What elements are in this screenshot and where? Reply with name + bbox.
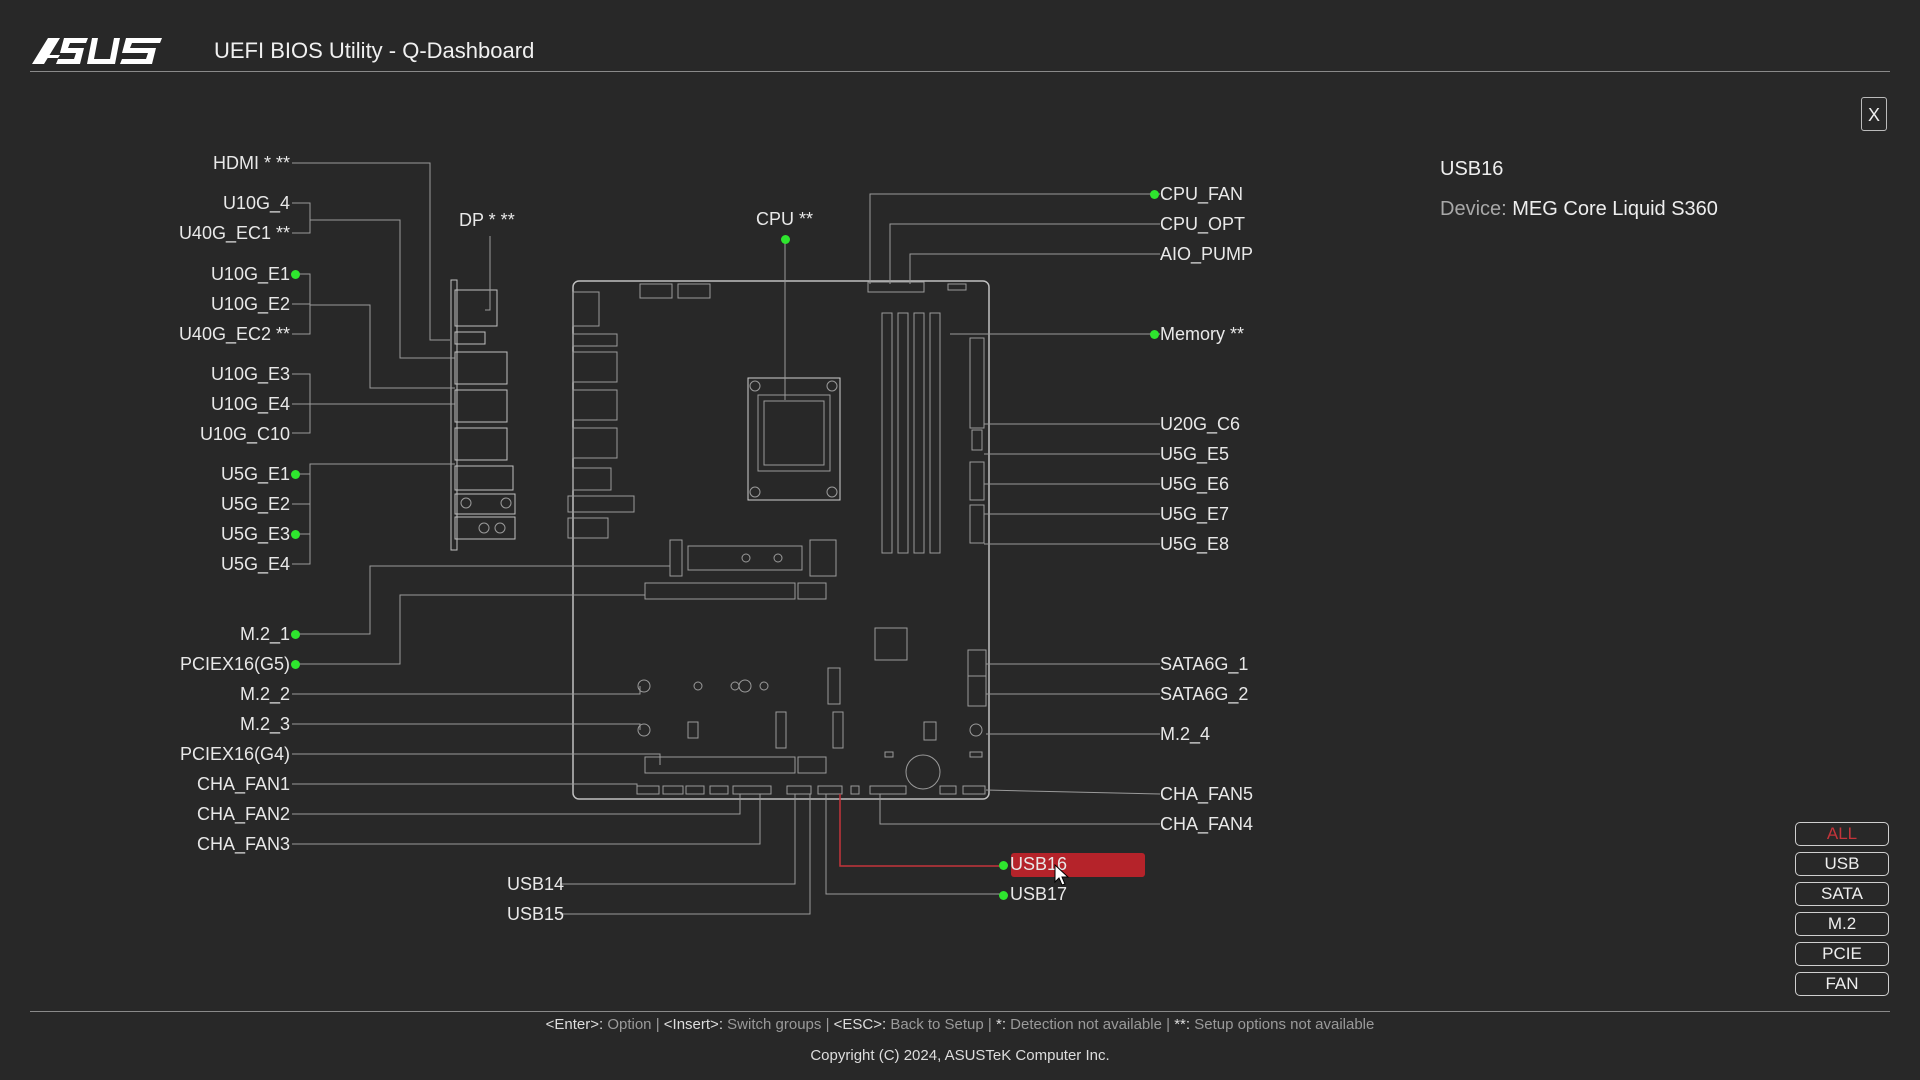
port-label-cpu-fan[interactable]: CPU_FAN [1160,184,1244,204]
port-label-u5g-e7[interactable]: U5G_E7 [1160,504,1230,524]
port-label-u5g-e2[interactable]: U5G_E2 [220,494,290,514]
port-label-pciex16-g5[interactable]: PCIEX16(G5) [179,654,290,674]
port-label-usb15[interactable]: USB15 [507,904,565,924]
help-desc-option: Option [603,1016,652,1033]
app-title: UEFI BIOS Utility - Q-Dashboard [214,38,535,63]
help-key-star: * [996,1016,1002,1033]
mouse-cursor-icon [1054,864,1070,886]
port-label-u10g-c10[interactable]: U10G_C10 [199,424,290,444]
help-desc-detection: Detection not available [1006,1016,1162,1033]
port-label-cpu[interactable]: CPU ** [756,209,814,229]
help-key-esc: <ESC> [833,1016,883,1033]
port-label-u5g-e1[interactable]: U5G_E1 [220,464,290,484]
help-key-insert: <Insert> [663,1016,719,1033]
asus-logo [32,38,162,64]
help-desc-setup-options: Setup options not available [1190,1016,1375,1033]
port-label-m2-3[interactable]: M.2_3 [239,714,290,734]
port-label-u5g-e4[interactable]: U5G_E4 [220,554,290,574]
port-label-usb16[interactable]: USB16 [1010,854,1068,874]
filter-m2-button[interactable]: M.2 [1795,912,1889,936]
port-label-m2-4[interactable]: M.2_4 [1160,724,1211,744]
filter-pcie-button[interactable]: PCIE [1795,942,1889,966]
port-label-u10g-e3[interactable]: U10G_E3 [210,364,290,384]
filter-fan-button[interactable]: FAN [1795,972,1889,996]
port-label-dp[interactable]: DP * ** [459,210,515,230]
port-label-pciex16-g4[interactable]: PCIEX16(G4) [179,744,290,764]
close-button[interactable]: X [1861,97,1887,131]
port-label-cpu-opt[interactable]: CPU_OPT [1160,214,1246,234]
status-dot-usb17 [999,891,1008,900]
port-label-cha-fan4[interactable]: CHA_FAN4 [1160,814,1254,834]
port-label-u5g-e3[interactable]: U5G_E3 [220,524,290,544]
footer-divider [30,1011,1890,1012]
port-label-cha-fan5[interactable]: CHA_FAN5 [1160,784,1254,804]
port-label-u10g-e4[interactable]: U10G_E4 [210,394,290,414]
port-label-u10g-e2[interactable]: U10G_E2 [210,294,290,314]
port-label-cha-fan1[interactable]: CHA_FAN1 [196,774,290,794]
device-info: Device: MEG Core Liquid S360 [1440,198,1718,221]
status-dot-pciex16-g5 [291,660,300,669]
port-label-u5g-e8[interactable]: U5G_E8 [1160,534,1230,554]
status-dot-u5g-e3 [291,530,300,539]
port-label-cha-fan2[interactable]: CHA_FAN2 [196,804,290,824]
port-label-u5g-e5[interactable]: U5G_E5 [1160,444,1230,464]
port-label-m2-2[interactable]: M.2_2 [239,684,290,704]
port-label-usb17[interactable]: USB17 [1010,884,1068,904]
port-label-cha-fan3[interactable]: CHA_FAN3 [196,834,290,854]
filter-sata-button[interactable]: SATA [1795,882,1889,906]
filter-usb-button[interactable]: USB [1795,852,1889,876]
device-key: Device: [1440,198,1507,220]
port-label-sata6g-1[interactable]: SATA6G_1 [1160,654,1249,674]
port-label-u20g-c6[interactable]: U20G_C6 [1160,414,1241,434]
selection-highlight [1011,853,1145,877]
help-bar: <Enter>: Option | <Insert>: Switch group… [545,1016,1375,1033]
status-dot-cpu [781,235,790,244]
status-dot-u10g-e1 [291,270,300,279]
status-dot-usb16 [999,861,1008,870]
port-label-memory[interactable]: Memory ** [1160,324,1245,344]
status-dot-memory [1150,330,1159,339]
help-desc-back-to-setup: Back to Setup [886,1016,984,1033]
port-label-u10g-4[interactable]: U10G_4 [222,193,290,213]
port-label-u40g-ec1[interactable]: U40G_EC1 ** [178,223,290,243]
port-label-hdmi[interactable]: HDMI * ** [212,153,290,173]
status-dot-m2-1 [291,630,300,639]
device-value: MEG Core Liquid S360 [1512,198,1718,220]
help-key-enter: <Enter> [545,1016,599,1033]
selected-port-name: USB16 [1440,158,1504,180]
port-label-sata6g-2[interactable]: SATA6G_2 [1160,684,1249,704]
status-dot-u5g-e1 [291,470,300,479]
status-dot-cpu-fan [1150,190,1159,199]
port-label-m2-1[interactable]: M.2_1 [239,624,290,644]
port-label-usb14[interactable]: USB14 [507,874,565,894]
port-label-u10g-e1[interactable]: U10G_E1 [210,264,290,284]
port-label-u40g-ec2[interactable]: U40G_EC2 ** [178,324,290,344]
header-divider [30,71,1890,72]
port-label-u5g-e6[interactable]: U5G_E6 [1160,474,1230,494]
help-desc-switch-groups: Switch groups [723,1016,822,1033]
help-key-double-star: ** [1174,1016,1186,1033]
copyright-text: Copyright (C) 2024, ASUSTeK Computer Inc… [810,1047,1110,1064]
port-label-aio-pump[interactable]: AIO_PUMP [1160,244,1254,264]
filter-all-button[interactable]: ALL [1795,822,1889,846]
